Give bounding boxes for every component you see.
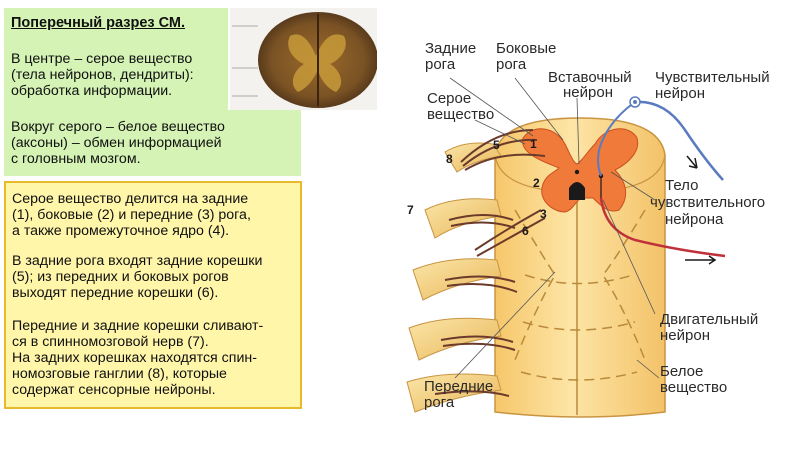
label-lateral-horns-1: Боковые xyxy=(496,40,557,57)
label-sensory-neuron-2: нейрон xyxy=(655,85,705,102)
intro-line-1: В центре – серое вещество xyxy=(11,51,193,67)
intro-panel: Поперечный разрез СМ. В центре – серое в… xyxy=(4,8,228,110)
central-canal xyxy=(569,182,585,200)
label-white-matter-1: Белое xyxy=(660,363,704,380)
label-white-matter-2: вещество xyxy=(660,379,728,396)
label-motor-neuron-2: нейрон xyxy=(660,327,710,344)
label-motor-neuron-1: Двигательный xyxy=(660,311,759,328)
white-matter-panel: Вокруг серого – белое вещество (аксоны) … xyxy=(4,110,301,176)
label-gray-matter-1: Серое xyxy=(427,90,472,107)
roots-line-1: В задние рога входят задние корешки xyxy=(12,253,263,269)
marker-2: 2 xyxy=(533,176,540,190)
spinal-cord-diagram xyxy=(406,77,726,418)
nerve-line-4: номозговые ганглии (8), которые xyxy=(12,366,227,382)
sensory-fiber xyxy=(634,100,724,181)
intro-line-3: обработка информации. xyxy=(11,83,173,99)
label-sensory-neuron-1: Чувствительный xyxy=(655,69,770,86)
panel-title: Поперечный разрез СМ. xyxy=(11,15,186,31)
white-line-2: (аксоны) – обмен информацией xyxy=(11,135,222,151)
white-line-3: с головным мозгом. xyxy=(11,151,141,167)
label-posterior-horns-2: рога xyxy=(425,56,456,73)
label-interneuron-2: нейрон xyxy=(563,84,613,101)
marker-5: 5 xyxy=(493,138,500,152)
details-panel: Серое вещество делится на задние (1), бо… xyxy=(4,181,302,409)
label-sensory-body-3: нейрона xyxy=(665,211,724,228)
marker-8: 8 xyxy=(446,152,453,166)
label-anterior-horns-1: Передние xyxy=(424,378,494,395)
nerve-line-1: Передние и задние корешки сливают- xyxy=(12,318,264,334)
label-gray-matter-2: вещество xyxy=(427,106,495,123)
horns-line-1: Серое вещество делится на задние xyxy=(12,191,249,207)
cross-section-photo xyxy=(230,8,378,110)
label-sensory-body-1: Тело xyxy=(665,177,699,194)
label-lateral-horns-2: рога xyxy=(496,56,527,73)
gray-matter-butterfly xyxy=(522,128,639,213)
nerve-line-2: ся в спинномозговой нерв (7). xyxy=(12,334,209,350)
marker-7: 7 xyxy=(407,203,414,217)
label-posterior-horns-1: Задние xyxy=(425,40,477,57)
horns-line-3: а также промежуточное ядро (4). xyxy=(12,223,230,239)
label-sensory-body-2: чувствительного xyxy=(650,194,766,211)
intro-line-2: (тела нейронов, дендриты): xyxy=(11,67,194,83)
marker-1: 1 xyxy=(530,137,537,151)
nerve-line-5: содержат сенсорные нейроны. xyxy=(12,382,216,398)
label-anterior-horns-2: рога xyxy=(424,394,455,411)
motor-fiber xyxy=(599,197,726,258)
white-line-1: Вокруг серого – белое вещество xyxy=(11,119,225,135)
horns-line-2: (1), боковые (2) и передние (3) рога, xyxy=(12,207,251,223)
roots-line-2: (5); из передних и боковых рогов xyxy=(12,269,229,285)
root-fibers xyxy=(434,129,546,397)
marker-6: 6 xyxy=(522,224,529,238)
marker-3: 3 xyxy=(540,207,547,221)
roots-line-3: выходят передние корешки (6). xyxy=(12,285,219,301)
nerve-line-3: На задних корешках находятся спин- xyxy=(12,350,257,366)
label-interneuron-1: Вставочный xyxy=(548,69,632,86)
